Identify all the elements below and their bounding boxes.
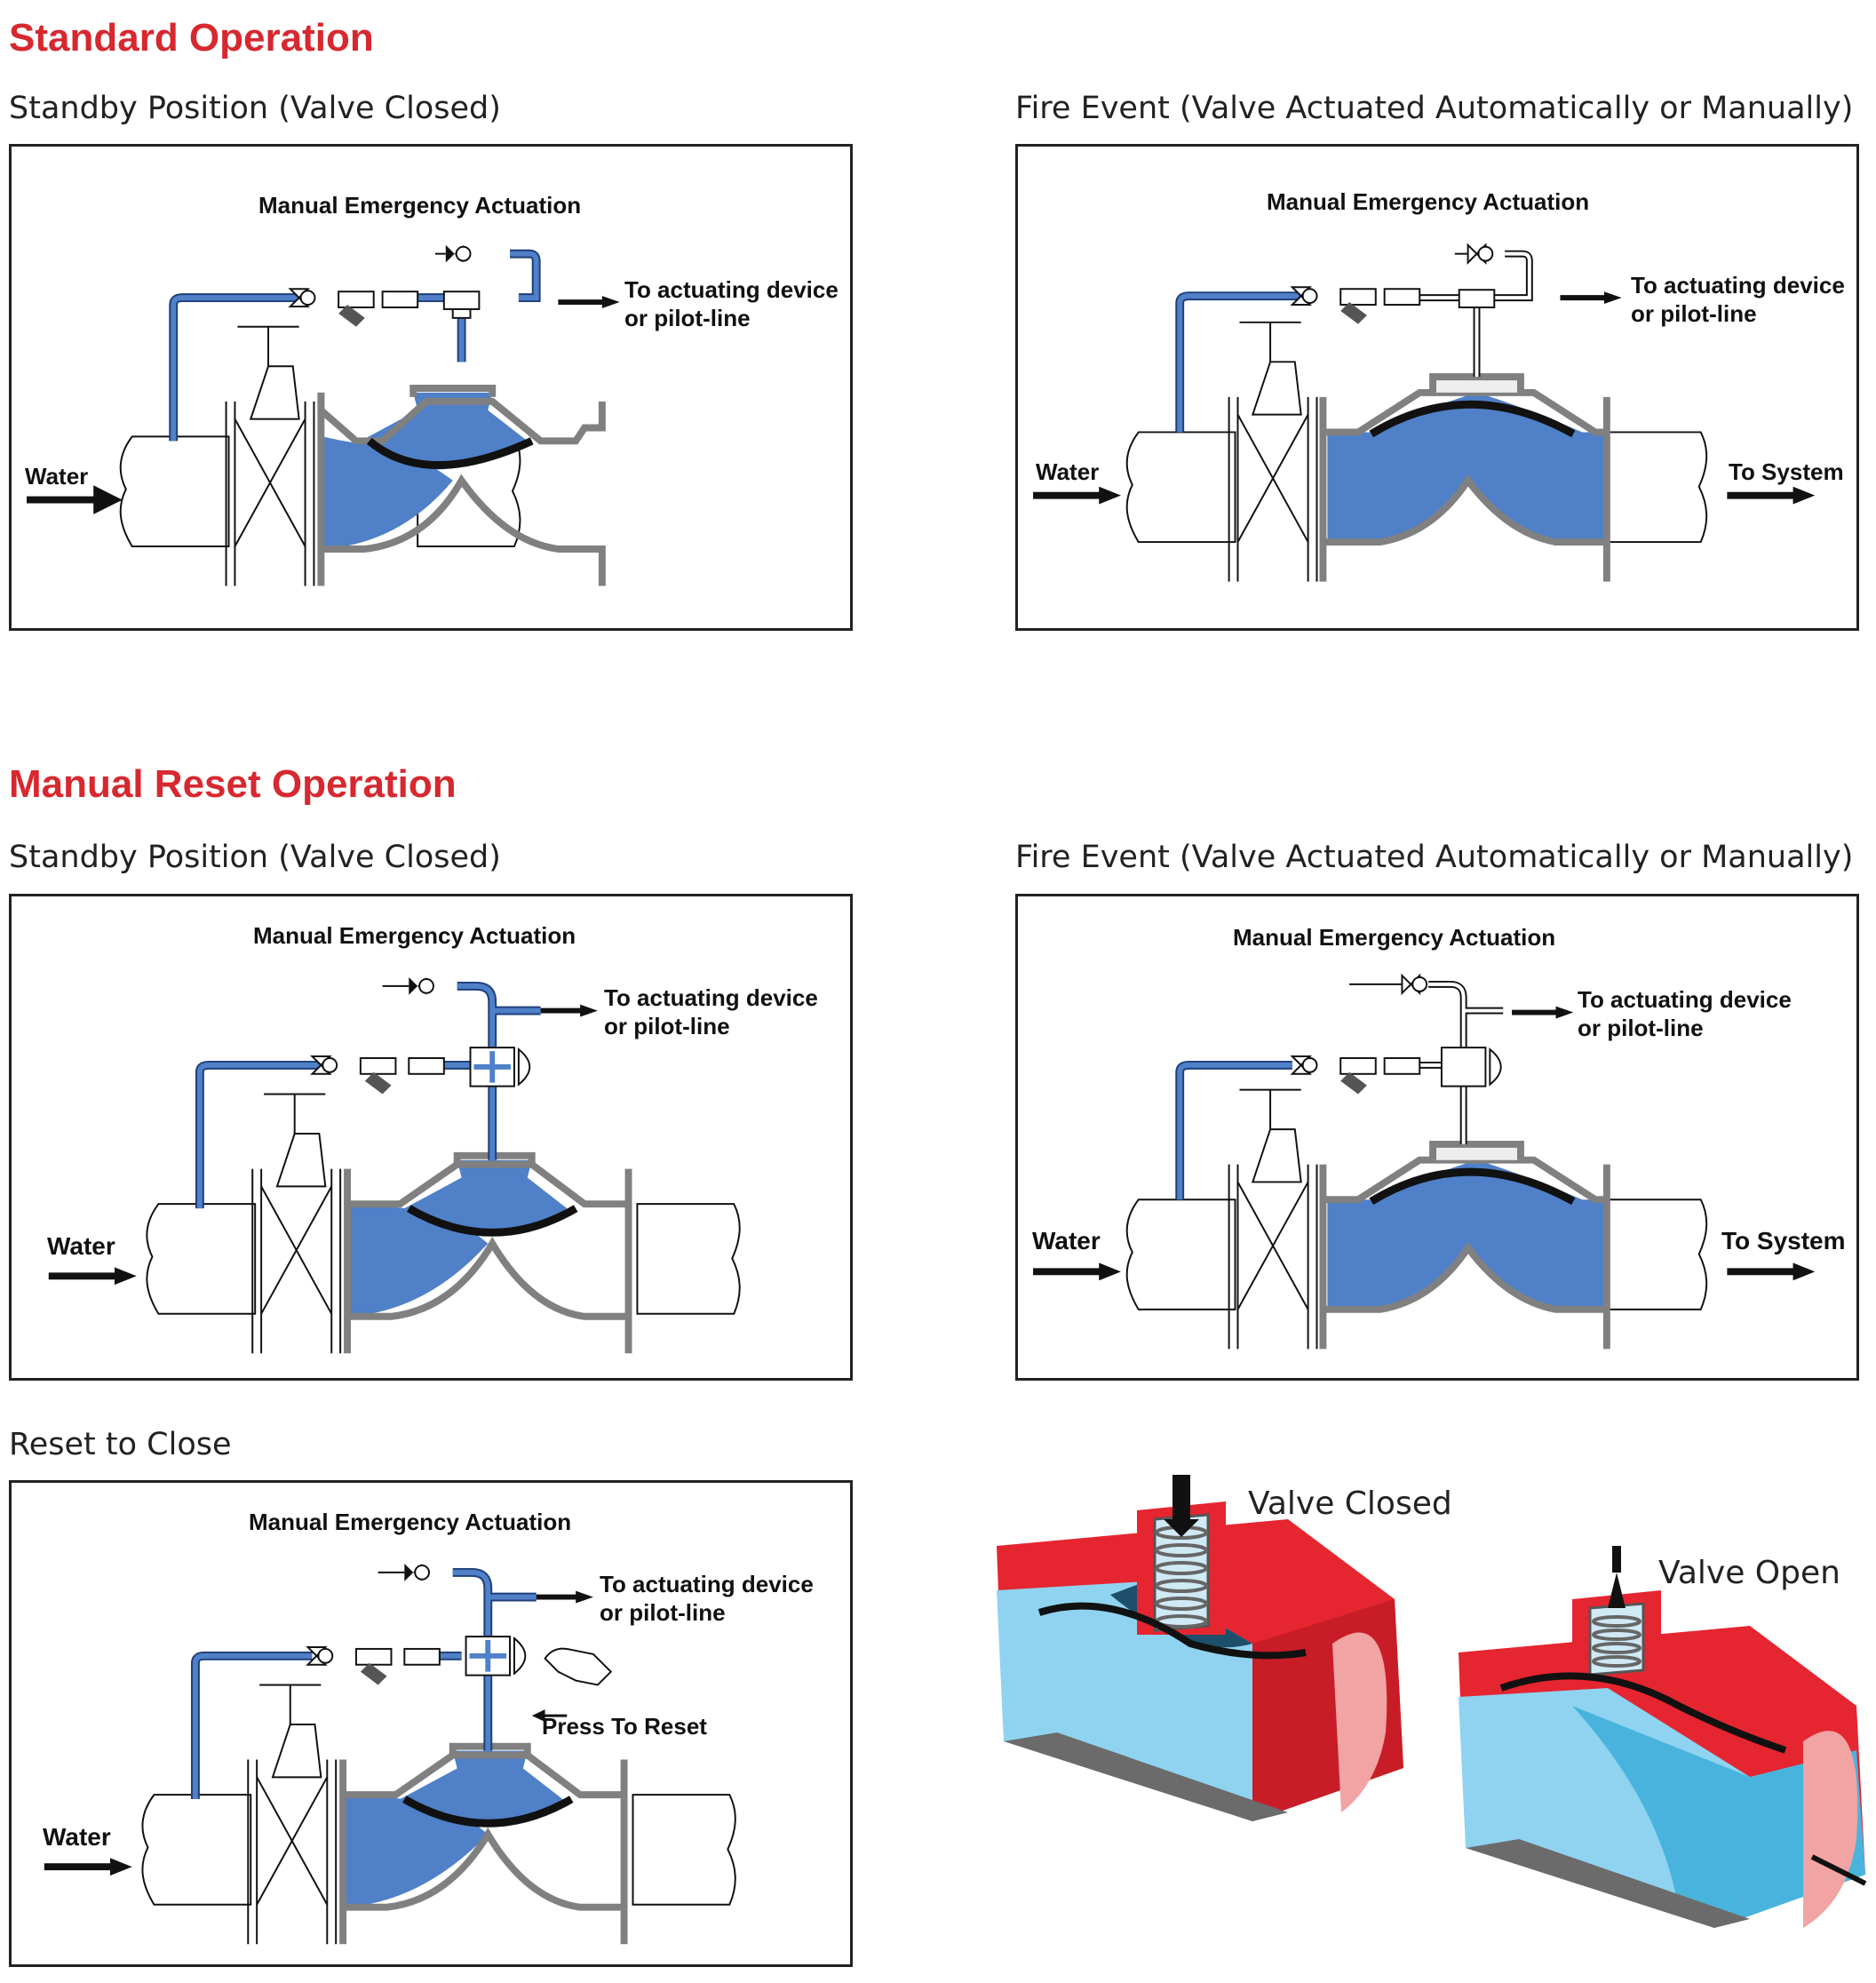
valve-schematic-reset-fire (1033, 973, 1816, 1350)
cutaway-illustrations (997, 1475, 1867, 1928)
label-actuating-1: To actuating device (1631, 272, 1845, 299)
label-manual: Manual Emergency Actuation (249, 1509, 572, 1535)
label-to-system: To System (1729, 458, 1844, 485)
label-actuating-1: To actuating device (624, 276, 839, 303)
diagram-standard-standby: Manual Emergency Actuation To actuating … (9, 144, 853, 631)
diagram-reset-to-close: Manual Emergency Actuation To actuating … (9, 1480, 853, 1967)
cutaway-valve-closed (997, 1475, 1403, 1821)
section-title-reset: Manual Reset Operation (9, 762, 457, 806)
label-actuating-2: or pilot-line (1578, 1015, 1704, 1041)
caption-fire-1: Fire Event (Valve Actuated Automatically… (1015, 91, 1854, 126)
label-valve-open: Valve Open (1658, 1555, 1840, 1591)
label-actuating-2: or pilot-line (624, 305, 751, 331)
valve-schematic-reset-standby (48, 976, 741, 1354)
label-manual: Manual Emergency Actuation (253, 922, 576, 949)
label-actuating-2: or pilot-line (600, 1599, 726, 1626)
caption-standby-2: Standby Position (Valve Closed) (9, 840, 501, 875)
label-actuating-1: To actuating device (600, 1571, 814, 1597)
label-actuating-2: or pilot-line (1631, 300, 1757, 327)
caption-standby-1: Standby Position (Valve Closed) (9, 91, 501, 126)
valve-schematic-standby (27, 244, 620, 586)
section-title-standard: Standard Operation (9, 16, 374, 60)
diagram-reset-fire: Manual Emergency Actuation To actuating … (1015, 894, 1859, 1381)
label-manual: Manual Emergency Actuation (258, 192, 582, 219)
label-actuating-2: or pilot-line (604, 1013, 730, 1039)
cutaway-valve-open (1459, 1546, 1867, 1928)
label-actuating-1: To actuating device (604, 984, 818, 1011)
caption-fire-2: Fire Event (Valve Actuated Automatically… (1015, 840, 1854, 875)
diagram-standard-fire: Manual Emergency Actuation To actuating … (1015, 144, 1859, 631)
label-water: Water (43, 1823, 111, 1851)
label-press-to-reset: Press To Reset (542, 1713, 707, 1740)
valve-schematic-reset-close (44, 1563, 736, 1945)
caption-reset-close: Reset to Close (9, 1427, 232, 1462)
label-water: Water (25, 463, 89, 490)
label-actuating-1: To actuating device (1578, 986, 1792, 1013)
label-manual: Manual Emergency Actuation (1267, 188, 1590, 215)
diagram-reset-standby: Manual Emergency Actuation To actuating … (9, 894, 853, 1381)
label-water: Water (1032, 1227, 1101, 1254)
label-to-system: To System (1721, 1227, 1846, 1254)
label-water: Water (47, 1232, 115, 1260)
label-valve-closed: Valve Closed (1248, 1485, 1452, 1522)
label-manual: Manual Emergency Actuation (1233, 924, 1556, 951)
label-water: Water (1036, 458, 1100, 485)
valve-schematic-fire (1033, 243, 1816, 582)
